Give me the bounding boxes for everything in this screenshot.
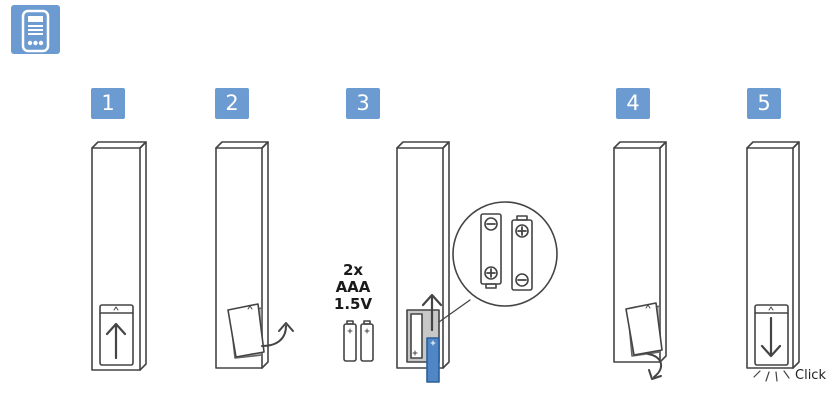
battery-spec-label: 2x AAA 1.5V	[328, 262, 378, 313]
step-5-remote	[746, 141, 800, 382]
step-2-remote	[215, 141, 294, 369]
step-4-badge: 4	[616, 88, 650, 119]
plus-terminal	[515, 224, 529, 238]
battery-type: AAA	[335, 278, 371, 296]
polarity-magnifier	[452, 201, 558, 307]
remote-control-icon	[21, 9, 50, 53]
step-5-badge: 5	[747, 88, 781, 119]
battery-cover	[99, 304, 134, 366]
close-arrow	[647, 353, 663, 378]
removed-cover	[227, 303, 265, 358]
click-mark	[753, 370, 761, 378]
step-1-badge: 1	[91, 88, 125, 119]
click-sound-label: Click	[795, 368, 826, 383]
battery-voltage: 1.5V	[333, 295, 373, 313]
step-3-remote	[396, 141, 471, 383]
step-2-badge: 2	[215, 88, 249, 119]
remote-control-app-icon	[11, 5, 60, 54]
minus-terminal	[484, 217, 498, 231]
battery-cover	[625, 302, 663, 356]
step-3-badge: 3	[346, 88, 380, 119]
step-3-loose-batteries	[343, 320, 374, 362]
plus-terminal	[484, 266, 498, 280]
battery-cover	[754, 304, 789, 366]
step-1-remote	[91, 141, 147, 371]
battery-count: 2x	[342, 261, 364, 279]
lift-arrow	[261, 325, 287, 347]
minus-terminal	[515, 273, 529, 287]
inserted-battery	[426, 337, 440, 383]
step-4-remote	[613, 141, 667, 380]
